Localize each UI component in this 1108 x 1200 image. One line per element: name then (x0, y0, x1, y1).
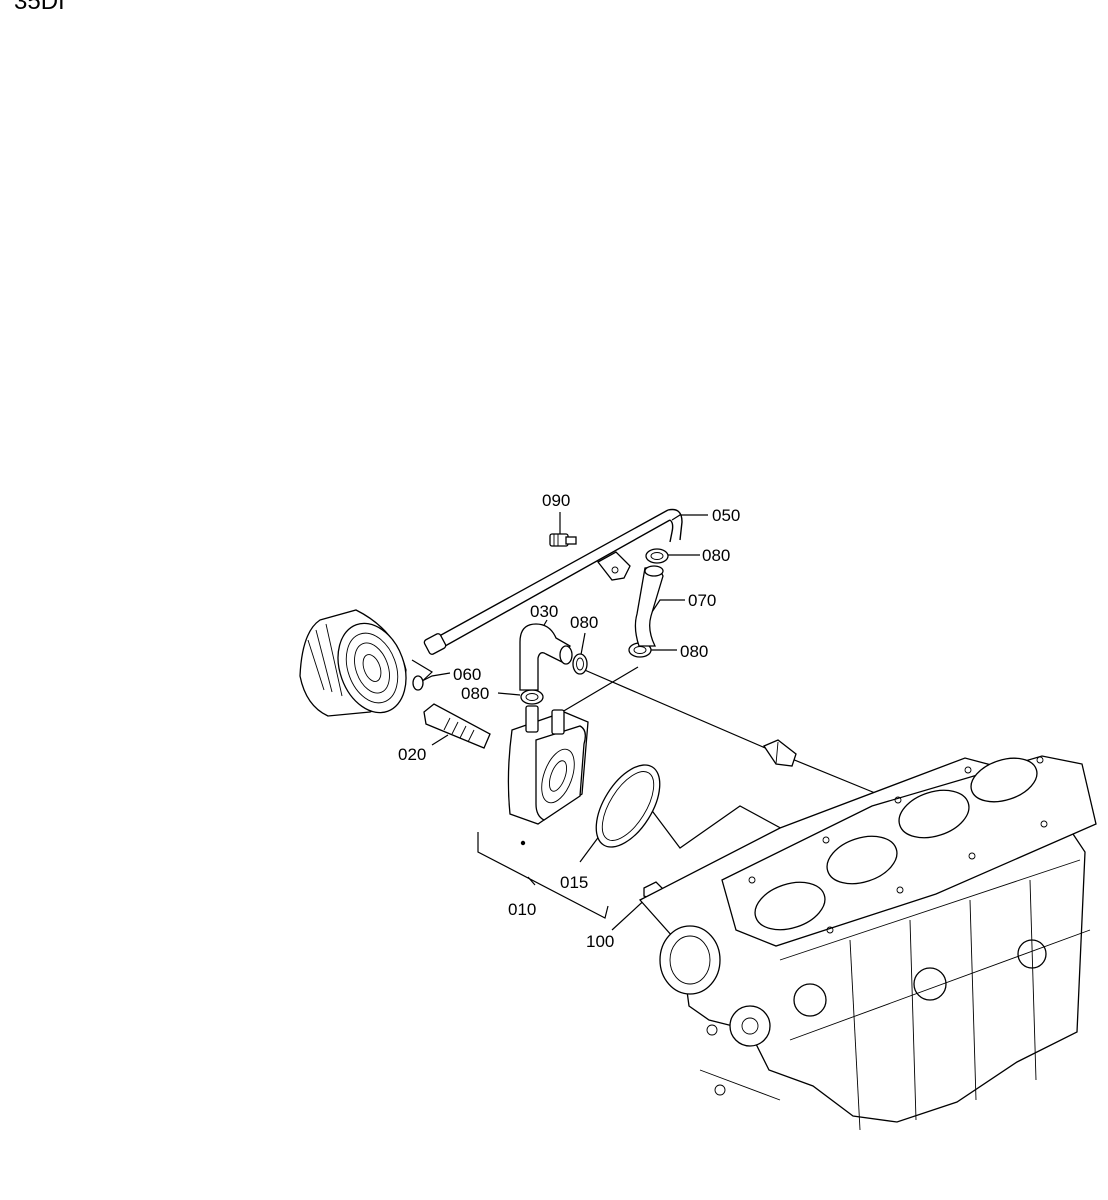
oil-pipe-050 (423, 508, 683, 655)
oil-filter (299, 609, 407, 717)
bolt-090 (549, 533, 577, 547)
callout-labels: 090 050 080 070 030 080 080 060 080 020 … (398, 491, 740, 951)
union-fitting (763, 739, 797, 767)
callout-060: 060 (453, 665, 481, 684)
hose-elbow-030 (519, 623, 573, 691)
callout-080: 080 (461, 684, 489, 703)
callout-070: 070 (688, 591, 716, 610)
callout-100: 100 (586, 932, 614, 951)
callout-080: 080 (702, 546, 730, 565)
oil-cooler-010 (507, 705, 589, 846)
callout-015: 015 (560, 873, 588, 892)
callout-080: 080 (680, 642, 708, 661)
callout-010: 010 (508, 900, 536, 919)
callout-050: 050 (712, 506, 740, 525)
gasket-015 (595, 764, 661, 848)
threaded-stud-020 (423, 703, 491, 749)
page-title: 35DI (14, 0, 65, 15)
o-ring-060 (412, 675, 424, 691)
callout-080: 080 (570, 613, 598, 632)
hose-070 (634, 565, 664, 647)
hose-clamps-080 (520, 548, 669, 705)
callout-020: 020 (398, 745, 426, 764)
engine-block (638, 755, 1097, 1131)
callout-030: 030 (530, 602, 558, 621)
callout-090: 090 (542, 491, 570, 510)
